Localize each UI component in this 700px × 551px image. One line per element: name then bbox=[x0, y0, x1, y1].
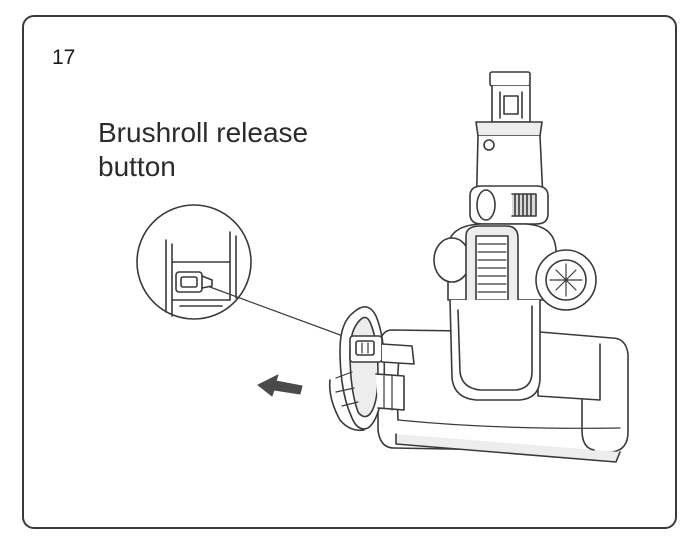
neck-tube bbox=[469, 71, 549, 227]
callout-pointer-line bbox=[209, 286, 363, 344]
pull-direction-arrow bbox=[257, 374, 303, 397]
brushroll-end-cap bbox=[328, 306, 415, 432]
brushroll-shaft bbox=[375, 373, 405, 411]
callout-label-line-1: Brushroll release bbox=[98, 117, 309, 148]
callout-label: Brushroll release button bbox=[98, 116, 358, 184]
zoom-detail bbox=[136, 204, 363, 344]
zoom-release-button bbox=[175, 271, 203, 293]
step-number: 17 bbox=[52, 46, 76, 69]
brush-head-body bbox=[377, 299, 629, 463]
callout-label-line-2: button bbox=[98, 151, 176, 182]
